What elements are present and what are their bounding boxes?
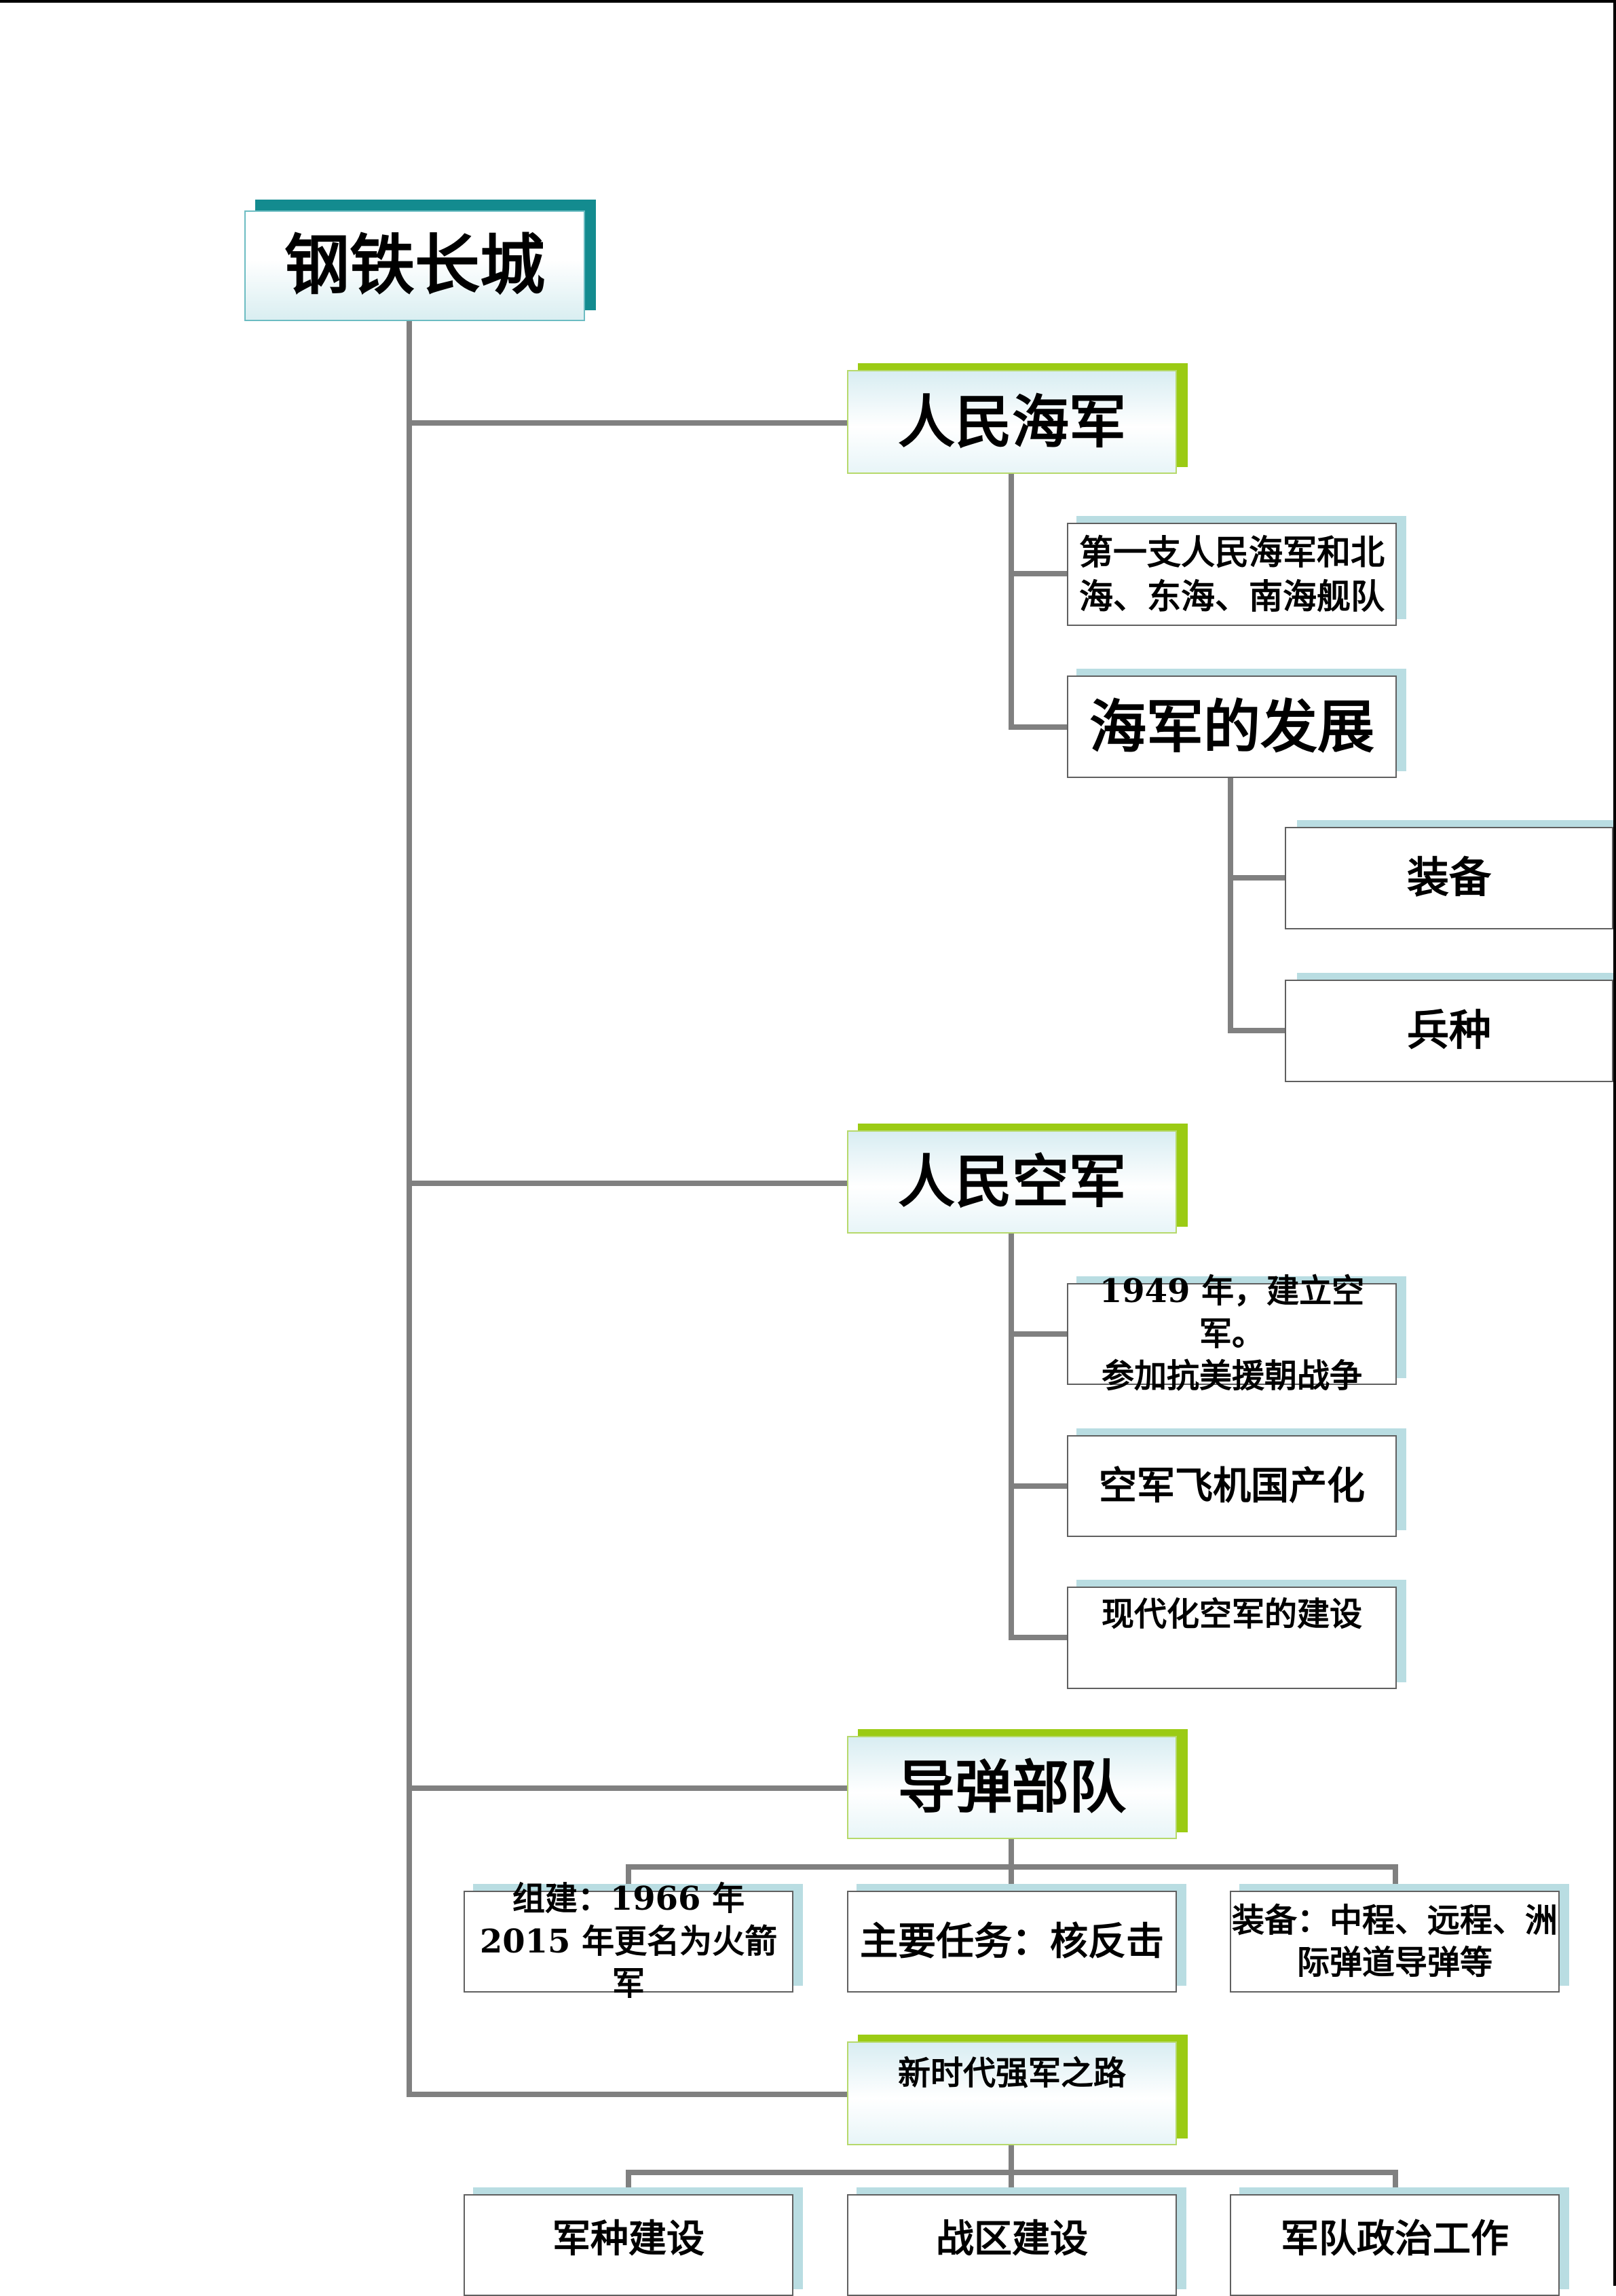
navy-equipment-label: 装备: [1285, 827, 1613, 929]
navy-development-label: 海军的发展: [1067, 675, 1397, 778]
newera-service-label: 军种建设: [464, 2194, 793, 2296]
missile-equipment-node: 装备：中程、远程、洲 际弹道导弹等: [1230, 1884, 1569, 1993]
root-node: 钢铁长城: [244, 200, 596, 321]
newera-political-label: 军队政治工作: [1230, 2194, 1560, 2296]
airforce-node: 人民空军: [847, 1124, 1188, 1234]
missile-node: 导弹部队: [847, 1729, 1188, 1839]
newera-political-node: 军队政治工作: [1230, 2187, 1569, 2296]
page-top-border: [0, 0, 1616, 3]
missile-node-label: 导弹部队: [847, 1736, 1177, 1839]
navy-node: 人民海军: [847, 363, 1188, 474]
root-node-label: 钢铁长城: [244, 210, 585, 321]
missile-mission-label: 主要任务：核反击: [847, 1891, 1177, 1993]
airforce-modern-label: 现代化空军的建设: [1067, 1587, 1397, 1689]
newera-node-label: 新时代强军之路: [847, 2041, 1177, 2145]
newera-theater-node: 战区建设: [847, 2187, 1186, 2296]
newera-service-node: 军种建设: [464, 2187, 803, 2296]
newera-node: 新时代强军之路: [847, 2035, 1188, 2145]
navy-intro-label: 第一支人民海军和北 海、东海、南海舰队: [1067, 523, 1397, 626]
missile-equipment-label: 装备：中程、远程、洲 际弹道导弹等: [1230, 1891, 1560, 1993]
airforce-founding-label: 1949 年，建立空军。 参加抗美援朝战争: [1067, 1272, 1397, 1395]
navy-intro-node: 第一支人民海军和北 海、东海、南海舰队: [1067, 516, 1406, 626]
newera-theater-label: 战区建设: [847, 2194, 1177, 2296]
airforce-founding-node: 1949 年，建立空军。 参加抗美援朝战争: [1067, 1272, 1406, 1395]
page-right-border: [1613, 0, 1616, 2286]
navy-equipment-node: 装备: [1285, 820, 1613, 929]
missile-founded-label: 组建：1966 年 2015 年更名为火箭军: [464, 1880, 793, 2003]
airforce-domestic-label: 空军飞机国产化: [1067, 1435, 1397, 1537]
navy-development-node: 海军的发展: [1067, 669, 1406, 778]
navy-node-label: 人民海军: [847, 370, 1177, 474]
airforce-domestic-node: 空军飞机国产化: [1067, 1428, 1406, 1537]
navy-branches-node: 兵种: [1285, 973, 1613, 1082]
airforce-node-label: 人民空军: [847, 1130, 1177, 1234]
missile-mission-node: 主要任务：核反击: [847, 1884, 1186, 1993]
missile-founded-node: 组建：1966 年 2015 年更名为火箭军: [464, 1880, 803, 2003]
navy-branches-label: 兵种: [1285, 980, 1613, 1082]
airforce-modern-node: 现代化空军的建设: [1067, 1580, 1406, 1689]
